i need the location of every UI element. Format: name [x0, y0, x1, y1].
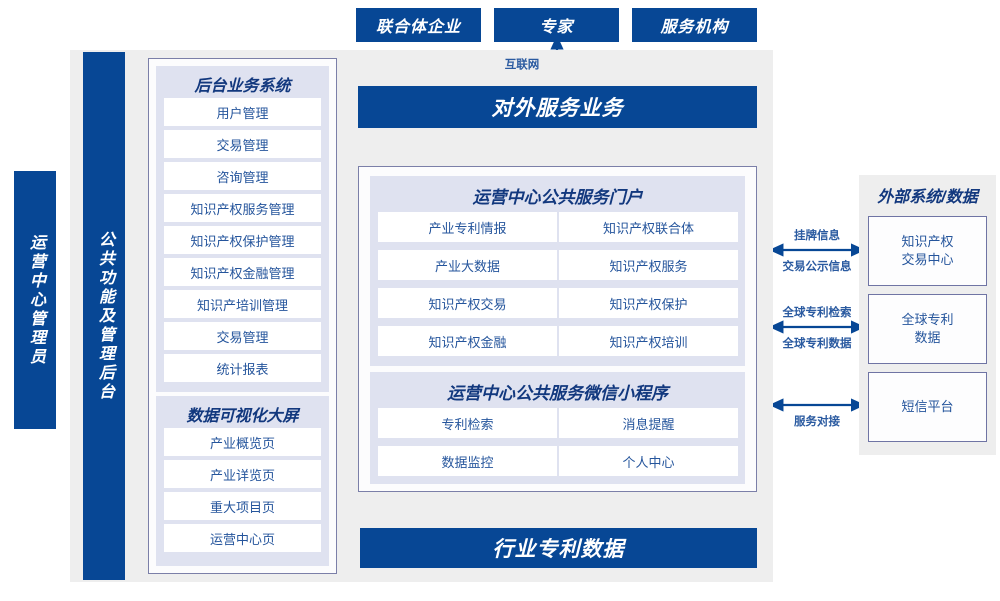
portal-item[interactable]: 知识产权服务	[559, 250, 738, 280]
internet-label: 互联网	[504, 59, 540, 71]
external-system-label: 短信平台	[901, 399, 954, 415]
backend-business-title: 后台业务系统	[194, 78, 291, 95]
actor-box-service-org[interactable]: 服务机构	[632, 8, 757, 42]
connector-label-global-patent-search: 全球专利检索	[782, 307, 852, 319]
public-portal-title: 运营中心公共服务门户	[472, 188, 643, 207]
backend-item[interactable]: 知识产权服务管理	[164, 194, 321, 222]
mini-program-item[interactable]: 个人中心	[559, 446, 738, 476]
external-system-sms-platform[interactable]: 短信平台	[868, 372, 987, 442]
portal-item[interactable]: 知识产权交易	[378, 288, 557, 318]
backend-item[interactable]: 咨询管理	[164, 162, 321, 190]
connector-label-listing-info: 挂牌信息	[794, 230, 840, 242]
connector-label-trade-disclosure: 交易公示信息	[782, 261, 852, 273]
backend-item[interactable]: 知识产权金融管理	[164, 258, 321, 286]
external-system-global-patent-data[interactable]: 全球专利 数据	[868, 294, 987, 364]
external-system-label: 知识产权 交易中心	[901, 234, 954, 267]
external-systems-title: 外部系统/数据	[877, 189, 978, 206]
data-visual-item[interactable]: 产业概览页	[164, 428, 321, 456]
mini-program-item[interactable]: 消息提醒	[559, 408, 738, 438]
data-visual-item[interactable]: 产业详览页	[164, 460, 321, 488]
data-visual-title: 数据可视化大屏	[186, 408, 299, 425]
backend-item[interactable]: 交易管理	[164, 130, 321, 158]
data-visual-item[interactable]: 运营中心页	[164, 524, 321, 552]
connector-label-service-docking: 服务对接	[794, 416, 840, 428]
actor-box-expert[interactable]: 专家	[494, 8, 619, 42]
mini-program-group: 运营中心公共服务微信小程序 专利检索 消息提醒 数据监控 个人中心	[370, 372, 745, 484]
portal-item[interactable]: 产业专利情报	[378, 212, 557, 242]
mini-program-item[interactable]: 专利检索	[378, 408, 557, 438]
portal-item[interactable]: 知识产权金融	[378, 326, 557, 356]
external-service-bar[interactable]: 对外服务业务	[358, 86, 757, 128]
external-system-label: 全球专利 数据	[901, 312, 954, 345]
data-visual-item[interactable]: 重大项目页	[164, 492, 321, 520]
external-system-ip-trading-center[interactable]: 知识产权 交易中心	[868, 216, 987, 286]
backend-business-group: 后台业务系统 用户管理 交易管理 咨询管理 知识产权服务管理 知识产权保护管理 …	[156, 66, 329, 392]
connector-label-global-patent-data: 全球专利数据	[782, 338, 852, 350]
actor-box-consortium[interactable]: 联合体企业	[356, 8, 481, 42]
data-visual-group: 数据可视化大屏 产业概览页 产业详览页 重大项目页 运营中心页	[156, 396, 329, 566]
portal-item[interactable]: 知识产权联合体	[559, 212, 738, 242]
backend-item[interactable]: 统计报表	[164, 354, 321, 382]
industry-patent-data-bar[interactable]: 行业专利数据	[360, 528, 757, 568]
mini-program-item[interactable]: 数据监控	[378, 446, 557, 476]
backend-item[interactable]: 交易管理	[164, 322, 321, 350]
backend-item[interactable]: 知识产权保护管理	[164, 226, 321, 254]
portal-item[interactable]: 知识产权保护	[559, 288, 738, 318]
role-bar-operation-admin[interactable]: 运营中心管理员	[14, 171, 56, 429]
portal-item[interactable]: 产业大数据	[378, 250, 557, 280]
backend-item[interactable]: 用户管理	[164, 98, 321, 126]
public-portal-group: 运营中心公共服务门户 产业专利情报 知识产权联合体 产业大数据 知识产权服务 知…	[370, 176, 745, 366]
mini-program-title: 运营中心公共服务微信小程序	[447, 384, 668, 403]
backend-item[interactable]: 知识产培训管理	[164, 290, 321, 318]
role-bar-common-backend[interactable]: 公共功能及管理后台	[83, 52, 125, 580]
portal-item[interactable]: 知识产权培训	[559, 326, 738, 356]
